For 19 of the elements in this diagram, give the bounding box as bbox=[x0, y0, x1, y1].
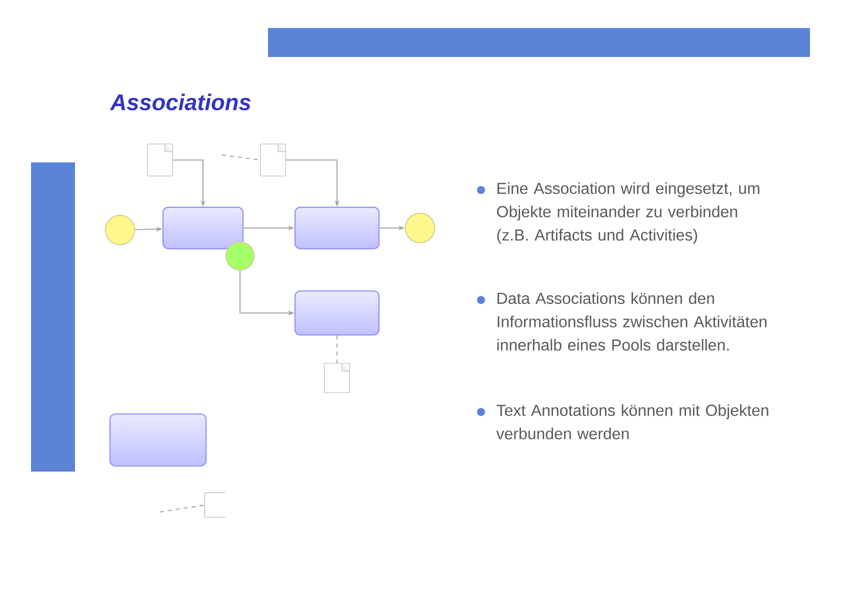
association-line bbox=[160, 504, 205, 513]
annotation-bracket bbox=[204, 492, 226, 518]
task-box bbox=[294, 290, 380, 336]
association-line bbox=[336, 336, 338, 364]
document-icon bbox=[324, 362, 350, 393]
task-box bbox=[109, 413, 207, 467]
document-icon bbox=[147, 143, 174, 176]
bullet-text: Eine Association wird eingesetzt, um Objekte miteinander zu verbinden (z.B. Artifacts und Activities) bbox=[497, 182, 760, 244]
side-bar bbox=[31, 162, 75, 472]
task-box bbox=[162, 206, 244, 250]
bullet-text: Text Annotations können mit Objekten verbunden werden bbox=[496, 404, 768, 440]
document-icon bbox=[260, 143, 286, 176]
association-line bbox=[222, 154, 260, 161]
event-circle bbox=[104, 214, 136, 246]
task-box bbox=[294, 206, 380, 250]
bullet-text: Data Associations können den Informationsfluss zwischen Aktivitäten innerhalb eines Pools darstellen. bbox=[497, 292, 766, 351]
event-circle bbox=[225, 241, 255, 271]
event-circle bbox=[404, 212, 436, 244]
slide-title: Associations bbox=[110, 94, 251, 110]
